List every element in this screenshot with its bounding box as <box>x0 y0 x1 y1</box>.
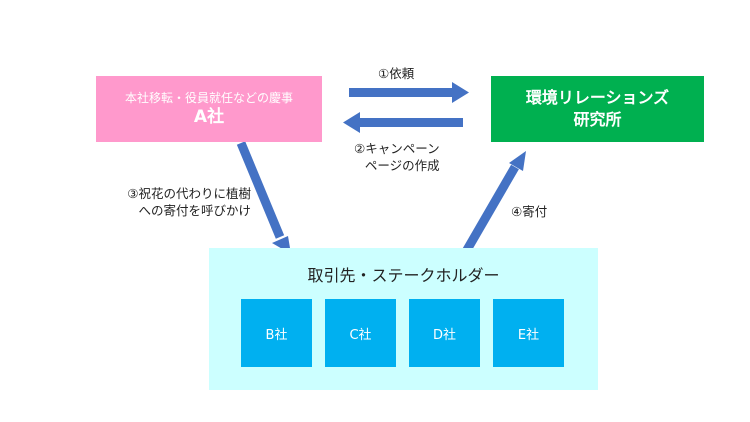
campaign-label-line1: ②キャンペーン <box>354 141 440 156</box>
call-label-line1: ③祝花の代わりに植樹 <box>127 186 251 201</box>
institute-name-line1: 環境リレーションズ <box>525 88 670 107</box>
donation-arrow-head <box>509 151 526 171</box>
call-label: ③祝花の代わりに植樹 への寄付を呼びかけ <box>127 185 251 219</box>
donation-label: ④寄付 <box>511 204 548 219</box>
call-label-line2: への寄付を呼びかけ <box>138 203 251 218</box>
company-c-box: C社 <box>325 299 396 367</box>
request-label: ①依頼 <box>378 66 415 81</box>
campaign-label: ②キャンペーン ページの作成 <box>354 140 440 174</box>
call-arrow-shaft <box>236 141 285 239</box>
institute-box: 環境リレーションズ 研究所 <box>491 76 704 142</box>
institute-name-line2: 研究所 <box>573 110 622 129</box>
campaign-label-line2: ページの作成 <box>364 158 440 173</box>
company-a-box: 本社移転・役員就任などの慶事 A社 <box>96 76 322 142</box>
company-a-name: A社 <box>193 107 225 127</box>
company-a-subtitle: 本社移転・役員就任などの慶事 <box>124 91 293 105</box>
company-b-box: B社 <box>241 299 312 367</box>
donation-arrow-shaft <box>460 164 519 258</box>
stakeholders-title: 取引先・ステークホルダー <box>307 266 500 285</box>
company-d-box: D社 <box>409 299 480 367</box>
request-arrow <box>349 82 469 103</box>
company-e-box: E社 <box>493 299 564 367</box>
campaign-arrow <box>343 112 463 133</box>
